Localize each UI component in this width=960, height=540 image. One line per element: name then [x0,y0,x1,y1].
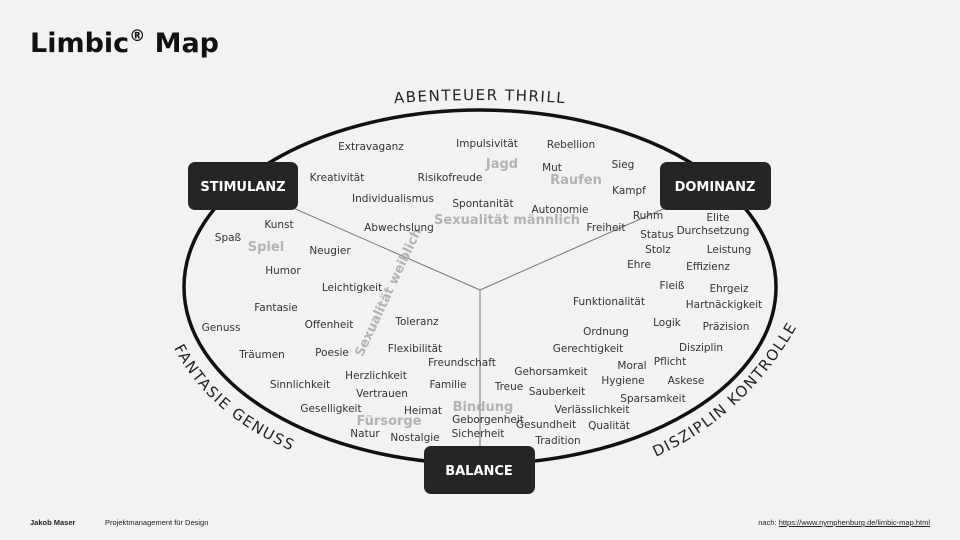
title-suffix: Map [145,28,220,59]
word-abwechslung: Abwechslung [364,222,434,234]
word-sieg: Sieg [612,159,635,171]
word-spass: Spaß [215,232,242,244]
word-gehorsamkeit: Gehorsamkeit [514,366,587,378]
footer-source: nach: https://www.nymphenburg.de/limbic-… [758,518,930,527]
page-title: Limbic® Map [30,26,220,59]
word-toleranz: Toleranz [394,316,439,328]
word-status: Status [640,229,673,241]
word-neugier: Neugier [309,245,351,257]
word-freiheit: Freiheit [587,222,626,234]
word-ehrgeiz: Ehrgeiz [710,283,749,295]
word-risikofreude: Risikofreude [418,172,483,184]
word-leichtigkeit: Leichtigkeit [322,282,382,294]
word-leistung: Leistung [707,244,752,256]
word-hygiene: Hygiene [601,375,644,387]
word-fleiss: Fleiß [660,280,685,292]
word-sicherheit: Sicherheit [452,428,505,440]
word-ruhm: Ruhm [633,210,663,222]
word-humor: Humor [265,265,301,277]
word-elite: Elite [706,212,729,224]
word-ehre: Ehre [627,259,651,271]
word-autonomie: Autonomie [531,204,588,216]
word-offenheit: Offenheit [305,319,354,331]
group-label-sexualitaet-maennlich: Sexualität männlich [434,213,580,228]
word-sinnlichkeit: Sinnlichkeit [270,379,330,391]
node-stimulanz-label: STIMULANZ [200,180,285,195]
word-freundschaft: Freundschaft [428,357,496,369]
word-individualismus: Individualismus [352,193,434,205]
node-balance: BALANCE [424,446,535,494]
word-geborgenheit: Geborgenheit [452,414,524,426]
arc-label-right: DISZIPLIN KONTROLLE [650,319,801,461]
word-gesundheit: Gesundheit [516,419,576,431]
registered-mark: ® [129,26,146,45]
word-familie: Familie [430,379,467,391]
word-qualitaet: Qualität [588,420,630,432]
word-tradition: Tradition [534,435,580,447]
group-label-raufen: Raufen [550,173,602,188]
word-askese: Askese [668,375,705,387]
word-kampf: Kampf [612,185,646,197]
title-text: Limbic [30,28,130,59]
node-dominanz-label: DOMINANZ [675,180,756,195]
word-effizienz: Effizienz [686,261,730,273]
word-stolz: Stolz [645,244,671,256]
source-link[interactable]: https://www.nymphenburg.de/limbic-map.ht… [778,518,930,527]
word-kreativitaet: Kreativität [310,172,365,184]
word-mut: Mut [542,162,562,174]
footer-author: Jakob Maser [30,518,76,527]
word-funktionalitaet: Funktionalität [573,296,645,308]
word-gerechtigkeit: Gerechtigkeit [553,343,623,355]
word-poesie: Poesie [315,347,349,359]
word-disziplin: Disziplin [679,342,723,354]
node-dominanz: DOMINANZ [660,162,771,210]
word-sparsamkeit: Sparsamkeit [620,393,685,405]
word-treue: Treue [494,381,524,393]
node-balance-label: BALANCE [445,464,513,479]
word-sauberkeit: Sauberkeit [529,386,585,398]
word-vertrauen: Vertrauen [356,388,408,400]
word-rebellion: Rebellion [547,139,595,151]
group-label-jagd: Jagd [485,157,518,172]
word-nostalgie: Nostalgie [390,432,439,444]
word-geselligkeit: Geselligkeit [300,403,361,415]
arc-label-top: ABENTEUER THRILL [393,86,566,107]
word-herzlichkeit: Herzlichkeit [345,370,407,382]
word-fantasie: Fantasie [254,302,298,314]
word-ordnung: Ordnung [583,326,629,338]
word-genuss: Genuss [202,322,241,334]
group-label-spiel: Spiel [248,240,284,255]
word-hartnaeckigkeit: Hartnäckigkeit [686,299,763,311]
word-heimat: Heimat [404,405,442,417]
group-label-fuersorge: Fürsorge [356,414,421,429]
word-pflicht: Pflicht [654,356,686,368]
word-flexibilitaet: Flexibilität [388,343,442,355]
word-logik: Logik [653,317,682,329]
word-praezision: Präzision [703,321,750,333]
word-impulsivitaet: Impulsivität [456,138,518,150]
footer-course: Projektmanagement für Design [105,518,209,527]
word-traeumen: Träumen [238,349,285,361]
word-kunst: Kunst [264,219,293,231]
word-verlaesslichkeit: Verlässlichkeit [555,404,630,416]
word-durchsetzung: Durchsetzung [677,225,750,237]
word-natur: Natur [350,428,380,440]
word-moral: Moral [617,360,646,372]
word-extravaganz: Extravaganz [338,141,404,153]
word-spontanitaet: Spontanität [452,198,513,210]
group-label-bindung: Bindung [453,400,514,415]
node-stimulanz: STIMULANZ [188,162,298,210]
footer-source-prefix: nach: [758,518,779,527]
